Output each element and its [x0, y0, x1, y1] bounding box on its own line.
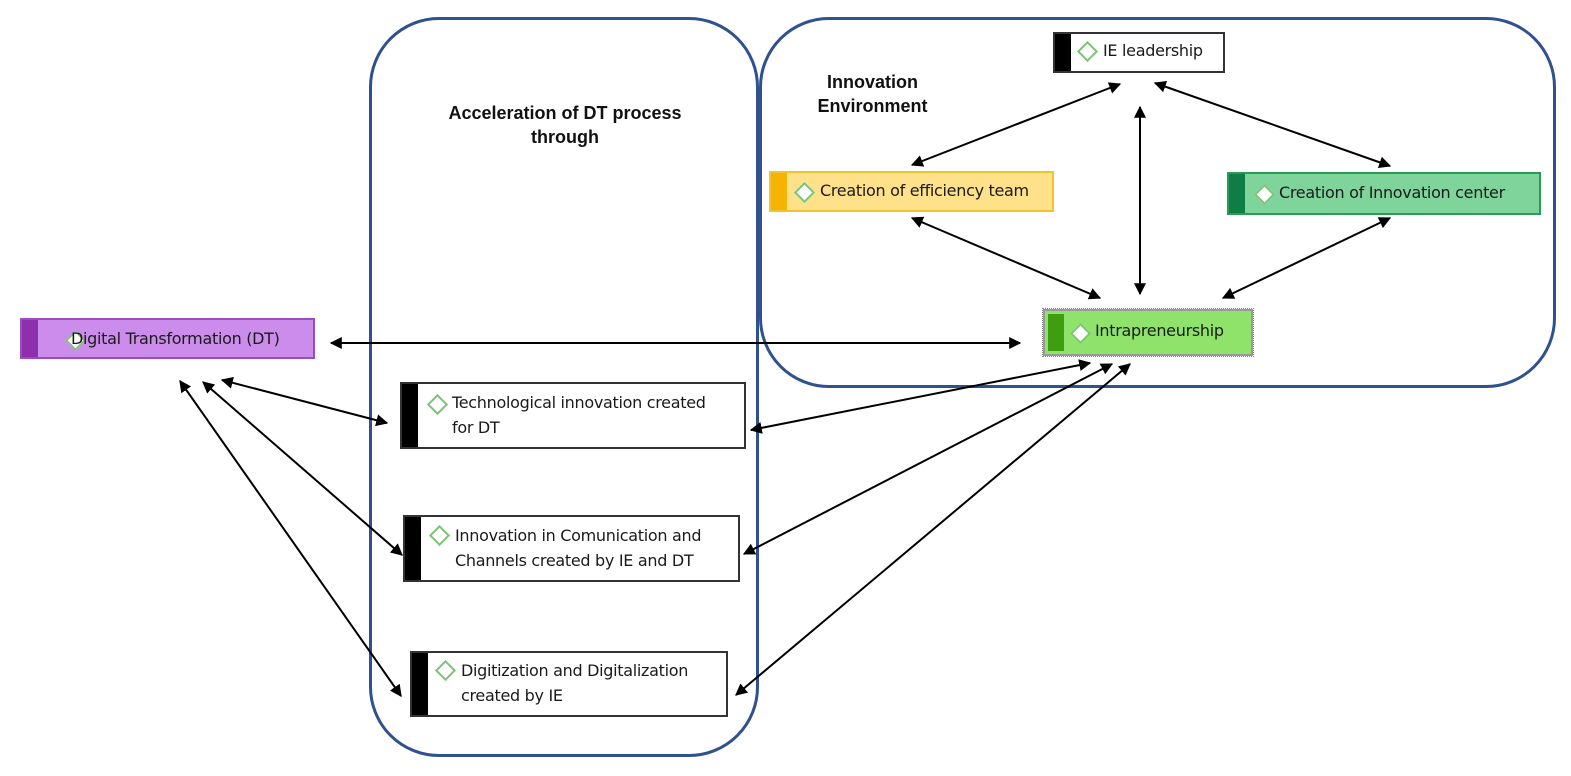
node-color-bar	[22, 320, 38, 357]
node-ie-leadership[interactable]: IE leadership	[1053, 32, 1225, 73]
node-intrapreneurship[interactable]: Intrapreneurship	[1042, 308, 1254, 357]
node-color-bar	[412, 653, 428, 715]
diamond-icon	[1253, 183, 1276, 206]
diamond-icon	[1069, 322, 1092, 345]
node-technological-innovation[interactable]: Technological innovation created for DT	[400, 382, 746, 449]
node-color-bar	[1048, 314, 1064, 351]
node-communication-innovation[interactable]: Innovation in Comunication and Channels …	[403, 515, 740, 582]
node-label-line-2: Channels created by IE and DT	[455, 551, 694, 570]
node-color-bar	[1229, 174, 1245, 213]
node-digitization[interactable]: Digitization and Digitalization created …	[410, 651, 728, 717]
diamond-icon	[1076, 40, 1099, 63]
acceleration-group-title: Acceleration of DT process through	[448, 103, 682, 147]
node-label: Creation of Innovation center	[1279, 183, 1505, 202]
node-label: Digital Transformation (DT)	[71, 329, 280, 348]
node-label-line-1: Innovation in Comunication and	[455, 526, 702, 545]
edge-intrapreneurship-digitization	[735, 363, 1131, 696]
diamond-icon	[434, 659, 457, 682]
node-label-line-2: created by IE	[461, 686, 563, 705]
diamond-icon	[426, 393, 449, 416]
node-label-line-1: Technological innovation created	[452, 393, 706, 412]
node-digital-transformation[interactable]: Digital Transformation (DT)	[20, 318, 315, 359]
edge-intrapreneurship-communication-innovation	[742, 363, 1114, 555]
node-label: Creation of efficiency team	[820, 181, 1029, 200]
innovation-environment-group-frame	[759, 17, 1556, 388]
node-label-line-2: for DT	[452, 418, 500, 437]
node-color-bar	[771, 173, 787, 210]
node-color-bar	[405, 517, 421, 580]
node-label: IE leadership	[1103, 41, 1203, 60]
edge-dt-digitization	[179, 380, 402, 697]
node-color-bar	[402, 384, 418, 447]
node-label: Intrapreneurship	[1095, 321, 1224, 340]
node-creation-of-efficiency-team[interactable]: Creation of efficiency team	[769, 171, 1054, 212]
node-label-line-1: Digitization and Digitalization	[461, 661, 689, 680]
node-color-bar	[1055, 34, 1071, 71]
innovation-environment-group-title: Innovation Environment	[817, 72, 928, 116]
diamond-icon	[428, 524, 451, 547]
edge-dt-tech-innovation	[220, 376, 389, 427]
diamond-icon	[793, 181, 816, 204]
node-creation-of-innovation-center[interactable]: Creation of Innovation center	[1227, 172, 1541, 215]
